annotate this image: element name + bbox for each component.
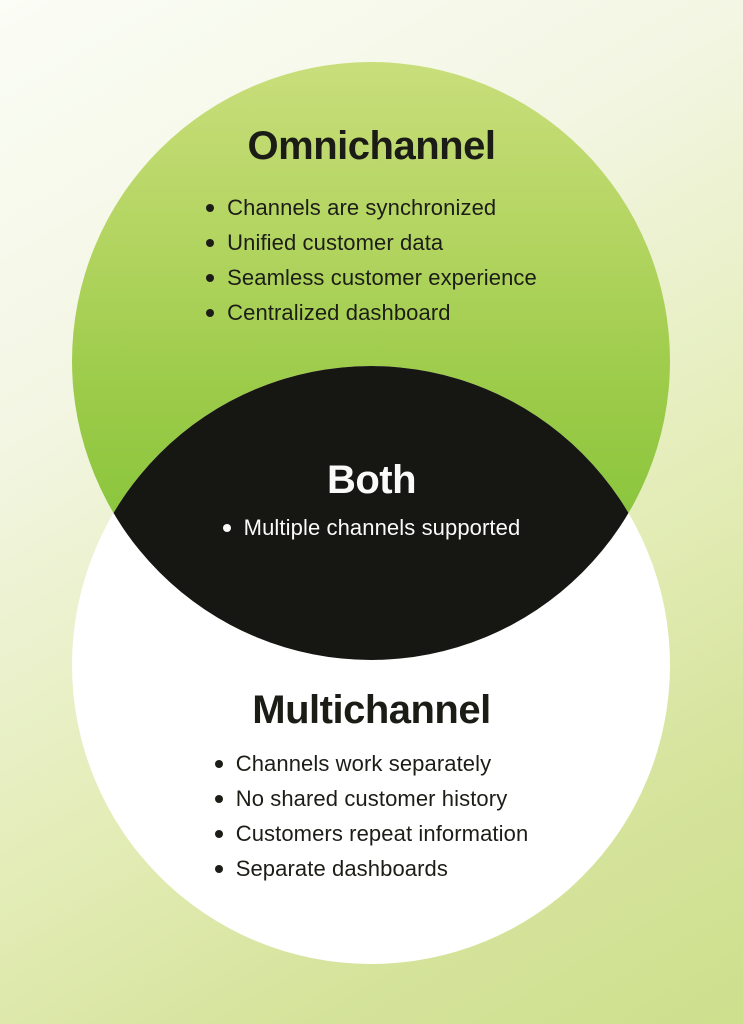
venn-diagram: Omnichannel Channels are synchronized Un… bbox=[0, 0, 743, 1024]
